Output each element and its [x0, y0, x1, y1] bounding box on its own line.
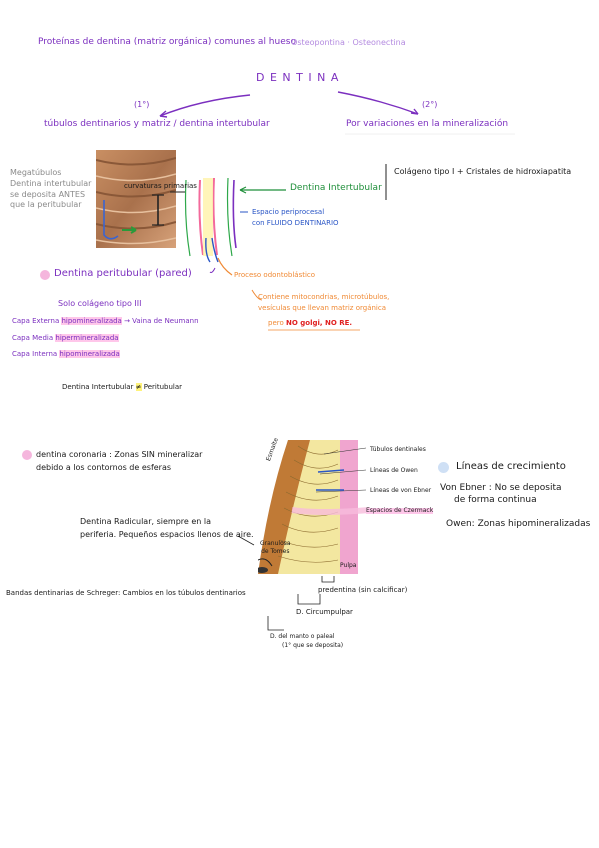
label-czermack: Espacios de Czermack — [366, 507, 434, 514]
dentina-intertubular-label: Dentina Intertubular — [290, 183, 382, 193]
label-ebner: Líneas de von Ebner — [370, 487, 432, 494]
schreger-note: Bandas dentinarias de Schreger: Cambios … — [6, 589, 246, 597]
colageno-label: Colágeno tipo I + Cristales de hidroxiap… — [394, 167, 572, 176]
megatubulos-note: Megatúbulos Dentina intertubular se depo… — [10, 168, 92, 210]
golgi-note: pero NO golgi, NO RE. — [268, 319, 353, 327]
espacio-periprocesal-label: Espacio periprocesal con FLUIDO DENTINAR… — [252, 208, 339, 227]
proteins-list: · Osteopontina · Osteonectina — [286, 38, 406, 47]
lineas-crecimiento-label: Líneas de crecimiento — [456, 461, 566, 472]
coronaria-note: dentina coronaria : Zonas SIN mineraliza… — [36, 450, 203, 472]
bullet-dot — [40, 270, 50, 280]
label-granulosa: Granulosa de Tomes — [260, 540, 291, 555]
label-owen: Líneas de Owen — [370, 467, 418, 474]
manto-label: D. del manto o paleal (1° que se deposit… — [270, 633, 344, 649]
contiene-note: Contiene mitocondrias, microtúbulos, ves… — [258, 293, 390, 312]
ebner-note: Von Ebner : No se deposita de forma cont… — [440, 483, 562, 506]
branch-left-label: túbulos dentinarios y matriz / dentina i… — [44, 119, 270, 129]
branch-right-number: (2°) — [422, 100, 438, 109]
label-tubulos: Túbulos dentinales — [370, 446, 426, 453]
dentin-micrograph — [96, 150, 176, 248]
bullet-dot — [22, 450, 32, 460]
bullet-dot — [438, 462, 449, 473]
peritubular-label: Dentina peritubular (pared) — [54, 268, 192, 279]
intertubular-vs-peritubular: Dentina Intertubular ≠ Peritubular — [62, 383, 183, 391]
dentin-section-illustration — [258, 440, 430, 574]
proceso-label: Proceso odontoblástico — [234, 271, 316, 279]
radicular-note: Dentina Radicular, siempre en la perifer… — [80, 517, 254, 539]
curvaturas-label: curvaturas primarias — [124, 182, 197, 190]
page-title: D E N T I N A — [256, 71, 340, 84]
capa-media: Capa Media hipermineralizada — [12, 334, 119, 342]
capa-interna: Capa Interna hipomineralizada — [12, 350, 120, 358]
predentina-label: predentina (sin calcificar) — [318, 586, 408, 594]
branch-left-number: (1°) — [134, 100, 150, 109]
owen-note: Owen: Zonas hipomineralizadas — [446, 519, 591, 529]
branch-right-label: Por variaciones en la mineralización — [346, 119, 509, 129]
proteins-heading: Proteínas de dentina (matriz orgánica) c… — [38, 37, 296, 47]
label-pulpa: Pulpa — [340, 562, 357, 569]
circumpulpar-label: D. Circumpulpar — [296, 608, 353, 616]
solo-colageno: Solo colágeno tipo III — [58, 299, 142, 308]
capa-externa: Capa Externa hipomineralizada → Vaina de… — [12, 317, 199, 325]
